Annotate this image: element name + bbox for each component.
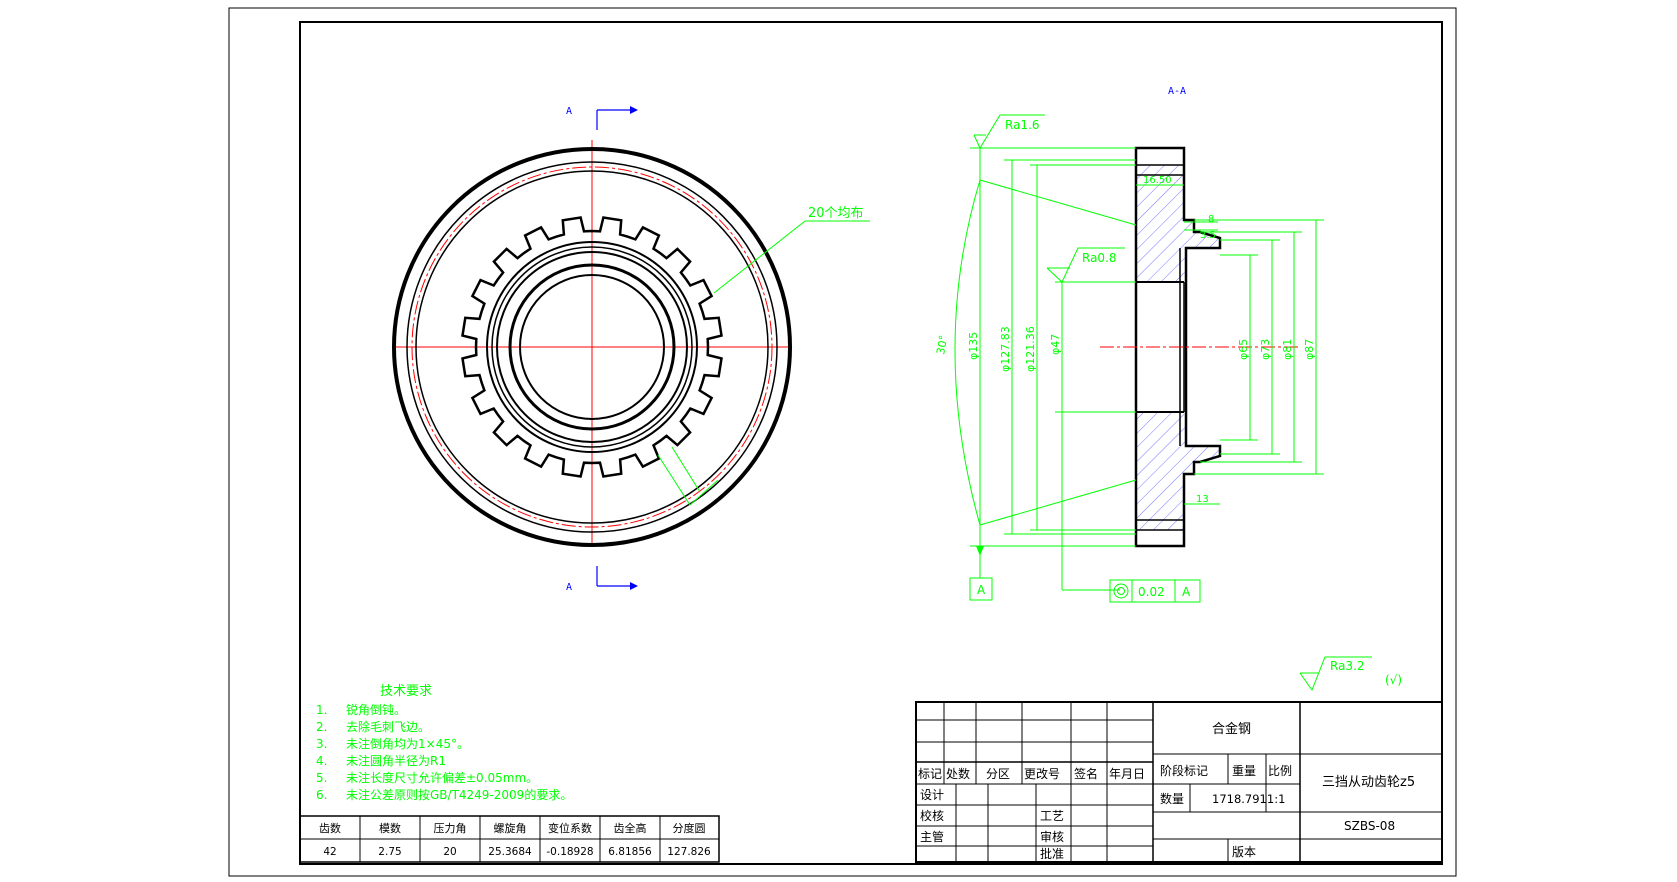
title-block (915, 701, 1443, 863)
surface-finish-general (1299, 656, 1372, 692)
gear-param-header: 齿数 (319, 822, 341, 835)
dim-angle-30: 30° (934, 334, 950, 355)
front-view (392, 140, 870, 547)
tech-item-text: 去除毛刺飞边。 (346, 719, 430, 734)
dim-d47: φ47 (1049, 334, 1062, 355)
tolerance-value: 0.02 (1138, 585, 1165, 599)
weight-value: 1718.7911:1 (1212, 792, 1285, 806)
surface-finish-inner-label: Ra0.8 (1082, 251, 1117, 265)
rev-headers: 标记 处数 分区 更改号 签名 年月日 (918, 766, 1145, 781)
gear-param-header: 分度圆 (673, 821, 706, 835)
tech-item-num: 4. (316, 754, 327, 768)
gear-params-headers: 齿数 模数 压力角 螺旋角 变位系数 齿全高 分度圆 (319, 821, 706, 835)
surface-finish-inner (1046, 247, 1125, 283)
tech-item-num: 2. (316, 720, 327, 734)
tech-item-text: 未注公差原则按GB/T4249-2009的要求。 (346, 787, 572, 802)
dim-d121-36: φ121.36 (1024, 326, 1037, 372)
tech-item-text: 未注倒角均为1×45°。 (346, 736, 469, 751)
rev-header: 处数 (946, 766, 970, 781)
gear-param-header: 变位系数 (548, 821, 592, 835)
rev-header: 更改号 (1024, 767, 1060, 781)
tech-item-text: 未注长度尺寸允许偏差±0.05mm。 (346, 770, 538, 785)
tech-item-num: 6. (316, 788, 327, 802)
tech-item-num: 5. (316, 771, 327, 785)
dim-d65: φ65 (1237, 339, 1250, 360)
gear-param-value: 6.81856 (608, 846, 652, 858)
scale-label: 比例 (1268, 764, 1292, 778)
version-label: 版本 (1232, 845, 1256, 859)
tech-item-num: 3. (316, 737, 327, 751)
role-label: 工艺 (1040, 809, 1064, 823)
role-label: 主管 (920, 829, 944, 844)
surface-finish-outer (973, 114, 1045, 150)
dim-w8: 8 (1208, 214, 1214, 225)
gear-param-header: 模数 (379, 822, 401, 835)
rev-header: 分区 (986, 767, 1010, 781)
gear-param-header: 螺旋角 (494, 821, 527, 835)
tech-item-text: 未注圆角半径为R1 (346, 753, 446, 768)
tolerance-ref: A (1182, 585, 1191, 599)
role-label: 校核 (920, 808, 944, 823)
role-label: 批准 (1040, 846, 1064, 861)
surface-finish-general-note: (√) (1385, 673, 1402, 687)
stage-label: 阶段标记 (1160, 763, 1208, 778)
role-label: 审核 (1040, 829, 1064, 844)
weight-label: 重量 (1232, 764, 1256, 778)
gear-param-header: 压力角 (434, 822, 467, 835)
datum-label: A (977, 583, 986, 597)
gear-param-value: 127.826 (667, 846, 711, 858)
dim-d73: φ73 (1259, 339, 1272, 360)
rev-header: 年月日 (1109, 767, 1145, 781)
role-label: 设计 (920, 788, 944, 802)
rev-header: 签名 (1074, 766, 1098, 781)
gear-params-table (299, 815, 720, 863)
rev-header: 标记 (918, 767, 942, 781)
gear-param-value: -0.18928 (546, 846, 593, 858)
outer-border (228, 7, 1457, 877)
material: 合金钢 (1212, 721, 1251, 737)
tech-item-num: 1. (316, 703, 327, 717)
section-label: A-A (1168, 86, 1186, 97)
cut-marker-top (596, 106, 638, 130)
tech-list: 1. 锐角倒钝。 2. 去除毛刺飞边。 3. 未注倒角均为1×45°。 4. 未… (316, 703, 572, 802)
dim-d135: φ135 (967, 332, 980, 360)
dim-w3-5: 3.5 (1200, 230, 1216, 241)
dim-d81: φ81 (1281, 339, 1294, 360)
gear-param-header: 齿全高 (614, 821, 647, 835)
dim-d127-83: φ127.83 (999, 326, 1012, 372)
tooth-leader-note: 20个均布 (808, 206, 864, 221)
dim-d87: φ87 (1303, 339, 1316, 360)
gear-param-value: 20 (443, 846, 456, 858)
surface-finish-outer-label: Ra1.6 (1005, 118, 1040, 132)
cut-label-bottom: A (566, 582, 572, 593)
gear-param-value: 25.3684 (488, 846, 532, 858)
gear-param-value: 2.75 (378, 846, 401, 858)
surface-finish-general-label: Ra3.2 (1330, 659, 1365, 673)
drawing-number: SZBS-08 (1344, 819, 1395, 833)
inner-border (299, 21, 1443, 865)
datum-box (969, 577, 993, 601)
tolerance-frame (1062, 579, 1201, 603)
cut-marker-bottom (596, 566, 638, 590)
cut-label-top: A (566, 106, 572, 117)
section-view (954, 146, 1324, 591)
dim-w13: 13 (1196, 494, 1209, 505)
gear-param-value: 42 (323, 846, 336, 858)
dim-w16-50: 16.50 (1143, 175, 1172, 186)
gear-params-values: 42 2.75 20 25.3684 -0.18928 6.81856 127.… (323, 846, 711, 858)
qty-label: 数量 (1160, 791, 1184, 806)
part-name: 三挡从动齿轮z5 (1322, 775, 1415, 790)
roles: 设计 校核 主管 工艺 审核 批准 (920, 788, 1064, 861)
tech-item-text: 锐角倒钝。 (346, 703, 406, 717)
tech-title: 技术要求 (380, 684, 432, 699)
